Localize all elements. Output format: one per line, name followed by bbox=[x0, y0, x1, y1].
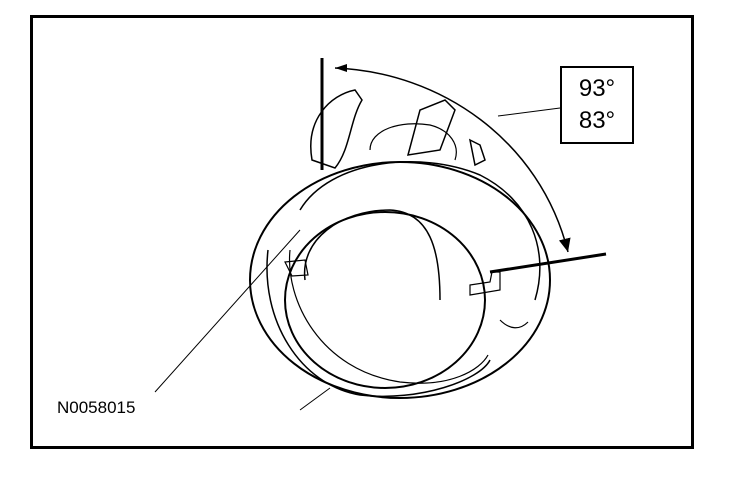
angle-leader bbox=[497, 107, 561, 117]
bottom-leader bbox=[299, 387, 331, 411]
ring-front-lip bbox=[266, 249, 491, 398]
inner-ring bbox=[284, 211, 486, 389]
latch-left bbox=[310, 89, 363, 169]
angle-callout-box: 93° 83° bbox=[560, 66, 634, 144]
right-notch bbox=[499, 319, 529, 329]
outer-ring bbox=[249, 161, 551, 399]
clip-spiral bbox=[288, 249, 489, 384]
latch-center bbox=[406, 99, 456, 156]
angle-arc-start-arrow bbox=[335, 64, 347, 72]
latch-right bbox=[468, 138, 486, 167]
ring-rear-edge bbox=[299, 161, 541, 301]
inner-ring-edge bbox=[303, 209, 441, 301]
figure-id-label: N0058015 bbox=[57, 398, 136, 417]
boss-center bbox=[369, 123, 457, 161]
angle-arc bbox=[334, 67, 571, 253]
clip-tab-left bbox=[284, 259, 309, 277]
angle-max-label: 93° bbox=[578, 75, 616, 102]
angle-min-label: 83° bbox=[578, 107, 616, 134]
figure-id-leader bbox=[154, 229, 301, 393]
side-tab bbox=[469, 271, 501, 296]
